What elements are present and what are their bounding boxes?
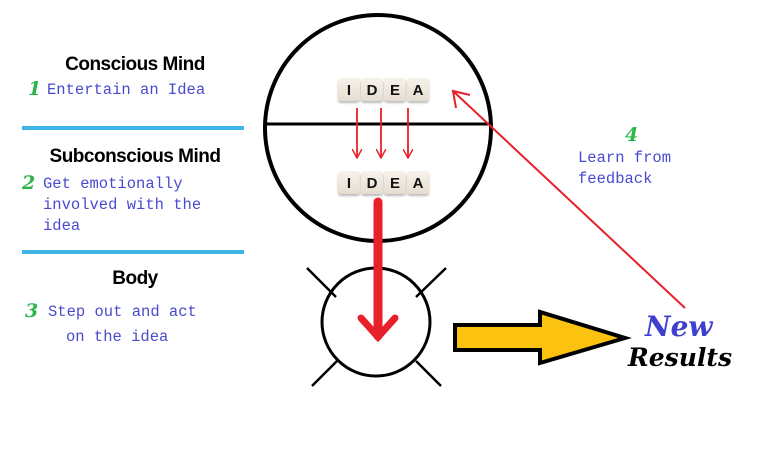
step-2-number: 2 <box>22 172 36 194</box>
step-3-text-line: on the idea <box>66 328 169 346</box>
step-4-text-line: Learn from <box>578 149 672 167</box>
step-2-text-line: Get emotionally <box>43 175 183 193</box>
die: D <box>361 78 383 101</box>
feedback-arrow <box>451 89 686 309</box>
idea-dice-subconscious: I D E A <box>338 171 429 194</box>
die: A <box>407 171 429 194</box>
die: A <box>407 78 429 101</box>
step-4-number: 4 <box>625 124 639 146</box>
step-2-text-line: involved with the <box>43 196 202 214</box>
die: E <box>384 171 406 194</box>
transfer-arrows <box>357 108 408 157</box>
step-3-number: 3 <box>25 300 39 322</box>
step-2-text-line: idea <box>43 217 81 235</box>
die: E <box>384 78 406 101</box>
idea-dice-conscious: I D E A <box>338 78 429 101</box>
step-1-text: Entertain an Idea <box>47 81 206 99</box>
results-label: Results <box>628 343 733 372</box>
die: D <box>361 171 383 194</box>
step-3-text-line: Step out and act <box>48 303 197 321</box>
die: I <box>338 78 360 101</box>
step-4-text-line: feedback <box>578 170 653 188</box>
thick-down-arrow <box>357 197 399 343</box>
conscious-mind-heading: Conscious Mind <box>65 54 205 75</box>
body-heading: Body <box>112 268 158 289</box>
new-label: New <box>645 310 713 343</box>
die: I <box>338 171 360 194</box>
subconscious-mind-heading: Subconscious Mind <box>49 146 221 167</box>
step-1-number: 1 <box>28 78 42 100</box>
separator-line <box>22 126 244 130</box>
separator-line <box>22 250 244 254</box>
body-limbs <box>306 267 447 387</box>
yellow-arrow <box>453 309 632 366</box>
